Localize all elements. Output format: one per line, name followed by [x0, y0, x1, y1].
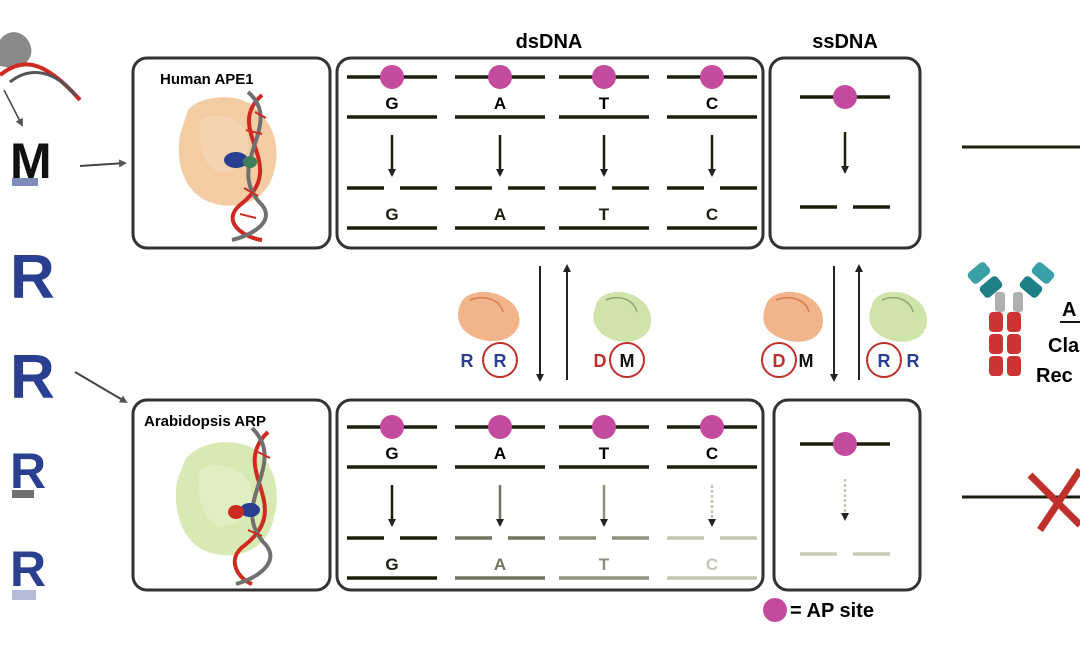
legend-ap-site-dot	[763, 598, 787, 622]
arrow-to-arabidopsis	[74, 371, 128, 404]
human-ds-ap-site-0	[380, 65, 404, 89]
human-ds-base-substrate-3: C	[706, 94, 718, 113]
arrow-to-human	[79, 159, 127, 168]
human-ds-base-product-2: T	[599, 205, 610, 224]
human-ape1-structure	[178, 90, 277, 242]
plant-ds-ap-site-2	[592, 415, 616, 439]
human-ds-base-product-1: A	[494, 205, 506, 224]
panel-plant-dsdna	[335, 398, 765, 592]
human-ds-base-product-3: C	[706, 205, 718, 224]
plant-ds-base-substrate-2: T	[599, 444, 610, 463]
human-ds-ap-site-3	[700, 65, 724, 89]
residue-circle-3	[761, 342, 797, 378]
human-ds-ap-site-1	[488, 65, 512, 89]
plant-ds-base-substrate-3: C	[706, 444, 718, 463]
panel-human-dsdna	[335, 56, 765, 250]
residue-circle-4	[866, 342, 902, 378]
residue-r4-right: R	[907, 351, 920, 371]
residue-r4-left: R	[878, 351, 891, 371]
antibody-icon	[967, 262, 1055, 376]
red-x-icon	[1027, 468, 1080, 532]
right-text-2: Cla	[1048, 335, 1080, 357]
protein-label-human: Human APE1	[160, 71, 254, 88]
left-logo-strip: M R R R R	[0, 32, 82, 600]
right-text-3: Rec	[1036, 365, 1073, 387]
residue-r2-right: M	[620, 351, 635, 371]
human-ss-ap-site	[833, 85, 857, 109]
plant-ds-base-product-2: T	[599, 555, 610, 574]
plant-ds-base-substrate-0: G	[385, 444, 398, 463]
protein-icon-orange-2	[763, 291, 824, 342]
logo-letter-3: R	[10, 343, 55, 412]
human-ds-base-product-0: G	[385, 205, 398, 224]
human-ds-base-substrate-0: G	[385, 94, 398, 113]
logo-letter-2: R	[10, 243, 55, 312]
exchange-arrows	[536, 264, 863, 382]
protein-icon-orange-1	[458, 291, 520, 342]
plant-ds-base-product-3: C	[706, 555, 718, 574]
protein-label-arabidopsis: Arabidopsis ARP	[144, 413, 266, 430]
enzyme-blob-icon	[0, 32, 32, 69]
residue-circle-2	[609, 342, 645, 378]
panel-plant-ssdna	[772, 398, 922, 592]
arabidopsis-arp-structure	[175, 426, 277, 586]
plant-ds-base-product-0: G	[385, 555, 398, 574]
plant-ds-base-substrate-1: A	[494, 444, 506, 463]
right-text-1: A	[1062, 299, 1076, 321]
dna-schematics: G G A A T T C C G G A A T T C C	[347, 65, 890, 580]
plant-ds-ap-site-3	[700, 415, 724, 439]
logo-letter-5: R	[10, 541, 46, 597]
residue-r3-left: D	[773, 351, 786, 371]
protein-icon-green-2	[869, 291, 928, 342]
residue-r1-right: R	[494, 351, 507, 371]
legend-label: = AP site	[790, 600, 874, 622]
residue-circle-1	[482, 342, 518, 378]
plant-ds-base-product-1: A	[494, 555, 506, 574]
protein-icon-green-1	[593, 291, 652, 342]
header-ssdna: ssDNA	[812, 31, 878, 53]
header-dsdna: dsDNA	[516, 31, 583, 53]
human-ds-ap-site-2	[592, 65, 616, 89]
residue-r2-left: D	[594, 351, 607, 371]
residue-r3-right: M	[799, 351, 814, 371]
logo-letter-4: R	[10, 443, 46, 499]
human-ds-base-substrate-1: A	[494, 94, 506, 113]
residue-r1-left: R	[461, 351, 474, 371]
plant-ds-ap-site-0	[380, 415, 404, 439]
plant-ss-ap-site	[833, 432, 857, 456]
plant-ds-ap-site-1	[488, 415, 512, 439]
human-ds-base-substrate-2: T	[599, 94, 610, 113]
